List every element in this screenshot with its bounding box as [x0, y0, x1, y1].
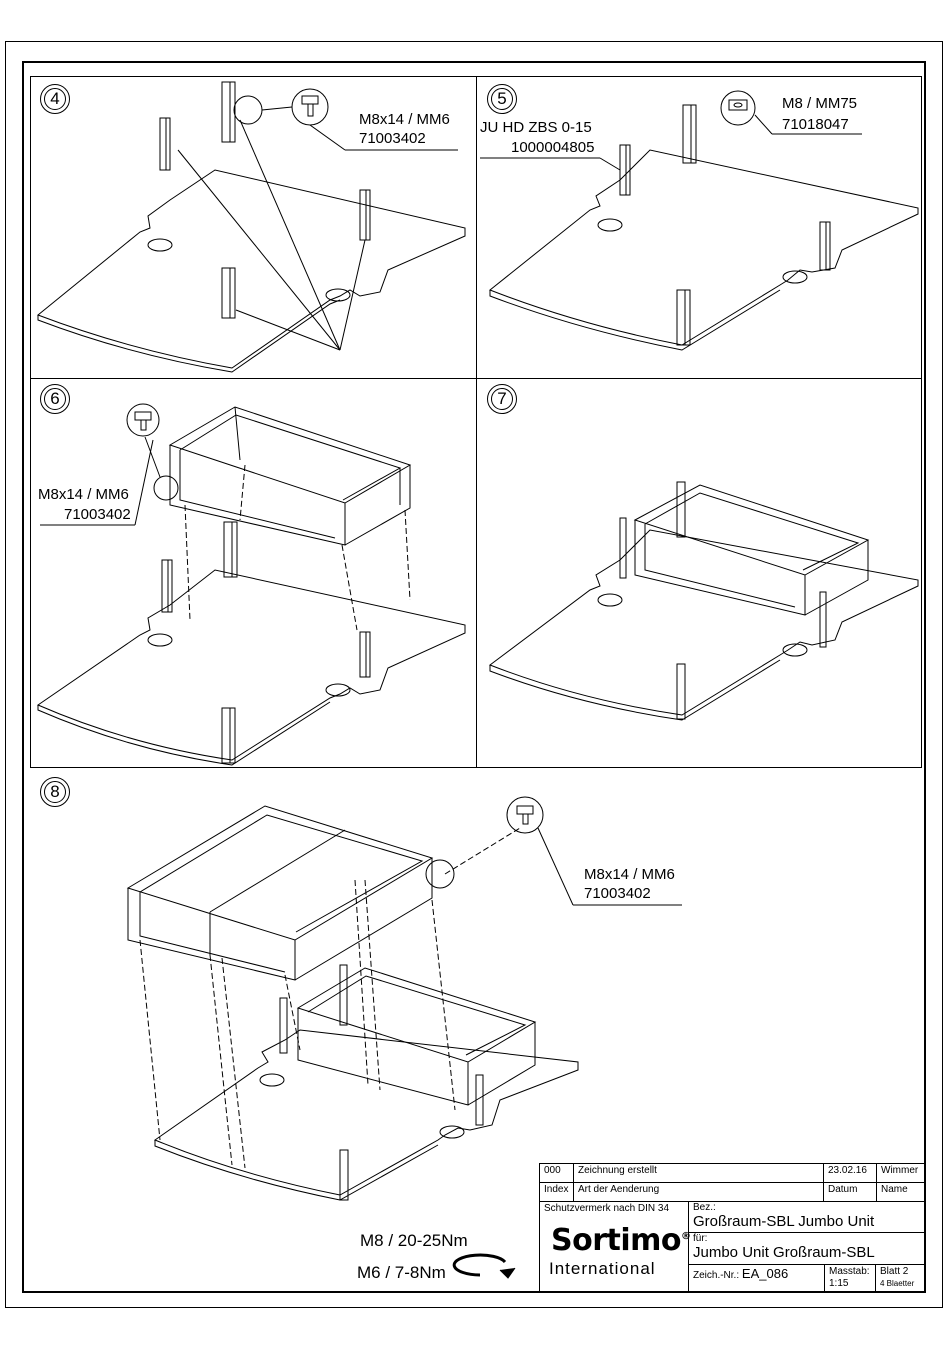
rotation-arrow-icon — [452, 1253, 516, 1279]
nut-icon — [728, 99, 748, 111]
frame-step-6 — [40, 403, 412, 631]
step-8-part-label: M8x14 / MM6 — [584, 866, 675, 883]
leader-lines-step-4 — [177, 88, 458, 351]
floor-plate-step-5 — [489, 149, 919, 351]
for-value: Jumbo Unit Großraum-SBL — [693, 1244, 875, 1261]
protection-note: Schutzvermerk nach DIN 34 — [544, 1203, 670, 1214]
title-block: 000 Zeichnung erstellt 23.02.16 Wimmer I… — [539, 1163, 926, 1293]
step-5-nut-label: M8 / MM75 — [782, 95, 858, 112]
step-5-rail-code: 1000004805 — [511, 139, 595, 156]
index-header: Index — [539, 1182, 574, 1202]
sheet-cell: Blatt 2 4 Blaetter — [875, 1264, 926, 1293]
frames-step-8 — [126, 796, 682, 1169]
step-6-number: 6 — [40, 384, 70, 414]
revision-name: Wimmer — [876, 1163, 926, 1183]
revision-date: 23.02.16 — [823, 1163, 877, 1183]
step-5-nut-code: 71018047 — [782, 116, 849, 133]
rails-step-5 — [480, 90, 862, 346]
step-4-part-label: M8x14 / MM6 — [359, 111, 450, 128]
screw-icon — [301, 95, 319, 117]
sheet-total: 4 Blaetter — [880, 1279, 915, 1288]
change-header: Art der Aenderung — [573, 1182, 824, 1202]
logo-subtitle: International — [549, 1259, 656, 1278]
designation-label: Bez.: — [693, 1202, 716, 1213]
drawing-number-cell: Zeich.-Nr.: EA_086 — [688, 1264, 825, 1293]
torque-m6: M6 / 7-8Nm — [357, 1263, 446, 1282]
rails-step-4 — [159, 81, 371, 319]
sortimo-logo: Sortimo® — [551, 1223, 691, 1258]
screw-icon-step-8 — [516, 805, 534, 825]
step-5-rail-label: JU HD ZBS 0-15 — [480, 119, 592, 136]
sheet-label: Blatt 2 — [880, 1266, 909, 1277]
drawing-frame — [22, 61, 926, 1293]
step-6-part-label: M8x14 / MM6 — [38, 486, 129, 503]
torque-m8: M8 / 20-25Nm — [360, 1231, 468, 1250]
step-4-part-code: 71003402 — [359, 130, 426, 147]
name-header: Name — [876, 1182, 926, 1202]
designation-value: Großraum-SBL Jumbo Unit — [693, 1213, 875, 1230]
floor-plate-step-6 — [36, 521, 466, 766]
revision-index: 000 — [539, 1163, 574, 1183]
step-6-part-code: 71003402 — [64, 506, 131, 523]
for-label: für: — [693, 1233, 708, 1244]
designation-cell: Bez.: Großraum-SBL Jumbo Unit — [688, 1201, 926, 1233]
step-5-number: 5 — [487, 84, 517, 114]
scale-label: Masstab: — [829, 1266, 870, 1277]
revision-change: Zeichnung erstellt — [573, 1163, 824, 1183]
scale-cell: Masstab: 1:15 — [824, 1264, 876, 1293]
outer-frame — [5, 41, 943, 1308]
date-header: Datum — [823, 1182, 877, 1202]
floor-plate-step-4 — [37, 169, 466, 373]
scale-value: 1:15 — [829, 1278, 849, 1289]
step-7-number: 7 — [487, 384, 517, 414]
for-cell: für: Jumbo Unit Großraum-SBL — [688, 1232, 926, 1265]
drawing-number-value: EA_086 — [741, 1266, 789, 1281]
panel-step-7 — [476, 378, 922, 768]
step-8-part-code: 71003402 — [584, 885, 651, 902]
floor-plate-step-8 — [153, 964, 579, 1201]
drawing-number-label: Zeich.-Nr.: — [693, 1270, 740, 1281]
screw-icon-step-6 — [134, 411, 152, 431]
step-4-number: 4 — [40, 84, 70, 114]
step-8-number: 8 — [40, 777, 70, 807]
frame-step-7 — [633, 484, 870, 616]
floor-plate-step-7 — [488, 481, 919, 721]
